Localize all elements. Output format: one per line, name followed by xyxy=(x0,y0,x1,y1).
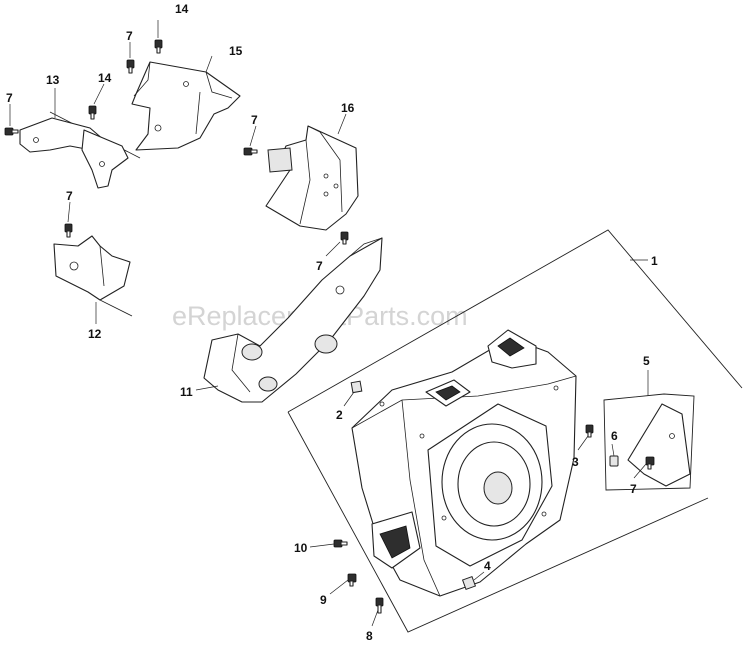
screw-14-top xyxy=(154,39,163,54)
callout-6: 6 xyxy=(611,429,618,443)
callout-14-left: 14 xyxy=(98,71,112,85)
callout-7-plate5: 7 xyxy=(630,482,637,496)
callout-2: 2 xyxy=(336,408,343,422)
screw-7-bracket16 xyxy=(243,147,258,156)
screw-10 xyxy=(333,539,348,548)
leader-lines xyxy=(9,20,647,627)
callout-8: 8 xyxy=(366,629,373,643)
part-5-side-plate xyxy=(603,370,695,491)
callout-13: 13 xyxy=(46,73,60,87)
screw-9 xyxy=(347,573,357,587)
callout-14-top: 14 xyxy=(175,2,189,16)
callout-12: 12 xyxy=(88,327,102,341)
callout-7-shroud11: 7 xyxy=(316,259,323,273)
callout-7-left: 7 xyxy=(6,91,13,105)
callout-10: 10 xyxy=(294,541,308,555)
callout-labels: 1 2 3 4 5 6 7 7 7 7 7 7 8 9 10 11 12 13 … xyxy=(6,2,658,643)
callout-7-top: 7 xyxy=(126,29,133,43)
part-16-bracket-shroud xyxy=(265,125,359,231)
callout-16: 16 xyxy=(341,101,355,115)
blower-housing-assembly-frame xyxy=(287,229,743,633)
screw-14-left xyxy=(88,105,97,120)
part-15-shroud-panel xyxy=(131,61,241,151)
screw-7-top xyxy=(126,59,135,74)
callout-7-bracket16: 7 xyxy=(251,113,258,127)
screw-8 xyxy=(375,597,384,614)
part-12-bracket xyxy=(53,235,133,317)
part-6-clip-nut xyxy=(609,455,619,467)
part-11-lower-shroud xyxy=(203,237,383,403)
screw-7-left xyxy=(4,127,19,136)
part-4-square-nut xyxy=(461,575,477,591)
fasteners xyxy=(4,39,655,614)
callout-15: 15 xyxy=(229,44,243,58)
callout-3: 3 xyxy=(572,455,579,469)
callout-11: 11 xyxy=(180,385,193,399)
callout-9: 9 xyxy=(320,593,327,607)
screw-7-plate5 xyxy=(645,456,655,470)
callout-4: 4 xyxy=(484,559,491,573)
screw-3 xyxy=(585,424,594,438)
callout-1: 1 xyxy=(651,254,658,268)
screw-7-bracket12 xyxy=(64,223,73,238)
screw-7-shroud11 xyxy=(340,231,349,245)
part-2-clip-nut xyxy=(350,380,363,394)
part-13-bracket xyxy=(19,111,141,189)
part-1-blower-housing xyxy=(351,329,577,597)
callout-7-bracket12: 7 xyxy=(66,189,73,203)
callout-5: 5 xyxy=(643,354,650,368)
